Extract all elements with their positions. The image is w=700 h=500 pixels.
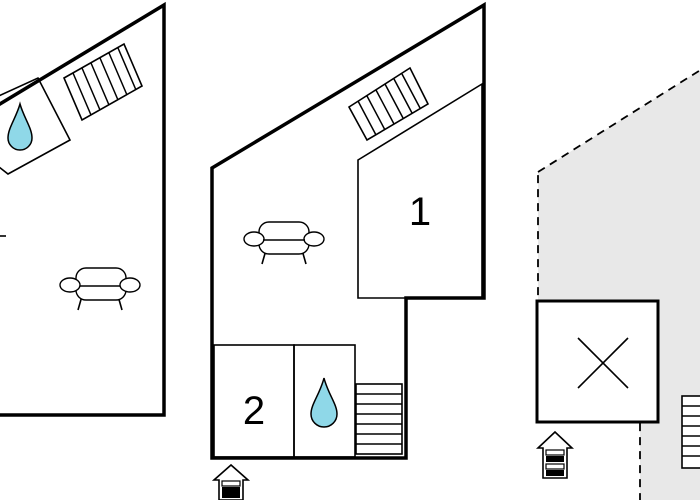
left-bathroom-outline <box>0 76 72 175</box>
bedroom-1-outline <box>357 82 483 299</box>
void-cross-icon <box>577 337 629 389</box>
middle-floor: 1 2 <box>210 1 486 500</box>
left-sofa-icon <box>59 267 141 311</box>
middle-bathroom-drop-icon <box>310 377 338 428</box>
left-floor <box>0 1 166 417</box>
left-floor-walls <box>0 1 166 417</box>
middle-lower-stairs-icon <box>355 383 403 455</box>
right-stairs-icon <box>681 395 700 469</box>
left-bathroom-drop-icon <box>7 101 33 151</box>
middle-sofa-icon <box>243 221 325 265</box>
void-opening <box>535 299 660 424</box>
right-floor <box>535 69 700 500</box>
left-stairs-icon <box>62 42 144 122</box>
right-outdoor-area <box>537 69 700 500</box>
middle-bathroom-outline <box>293 344 356 458</box>
bedroom-2-label: 2 <box>243 389 265 433</box>
middle-entrance-arrow-icon <box>211 463 251 500</box>
middle-upper-stairs-icon <box>347 66 430 142</box>
right-entrance-arrow-icon <box>535 430 575 479</box>
bedroom-1-label: 1 <box>409 190 431 234</box>
